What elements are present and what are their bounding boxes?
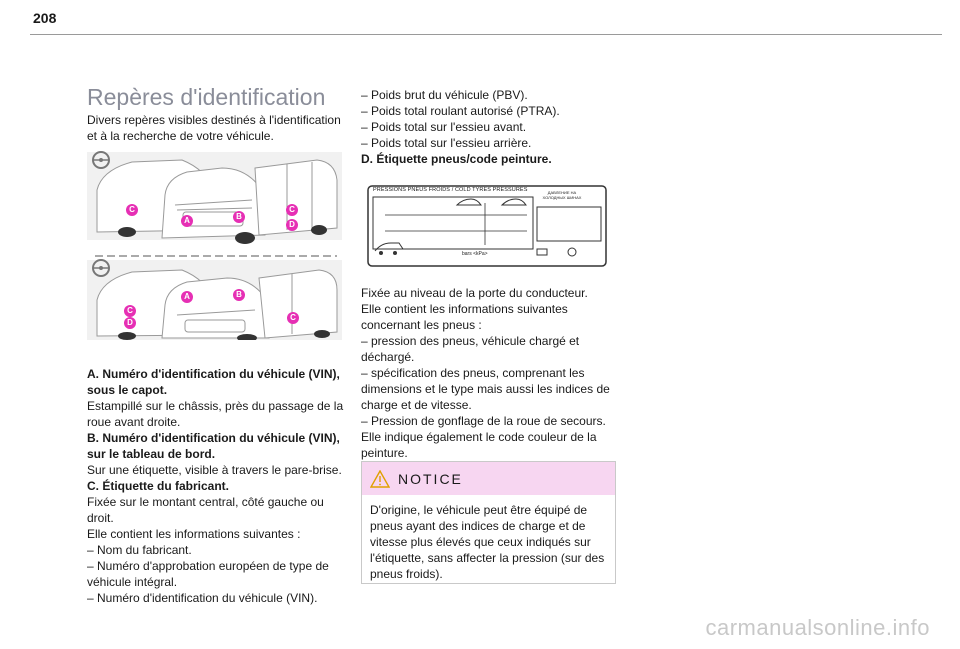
marker-a: A [181,291,193,303]
marker-b: B [233,289,245,301]
marker-d: D [286,219,298,231]
notice-header: NOTICE [362,462,615,495]
marker-d: D [124,317,136,329]
subheading: B. Numéro d'identification du véhicule (… [87,431,340,461]
steering-wheel-icon [92,151,110,169]
paragraph: – Poids brut du véhicule (PBV). [361,88,528,102]
marker-c: C [124,305,136,317]
marker-c: C [287,312,299,324]
right-column-text: Fixée au niveau de la porte du conducteu… [361,285,616,461]
page-number: 208 [33,10,57,26]
paragraph: Elle contient les informations suivantes… [361,302,568,332]
section-title: Repères d'identification [87,84,326,110]
tyre-label-cyrillic: ДАВЛЕНИЕ НА ХОЛОДНЫХ ШИНАХ [542,190,582,200]
paragraph: Fixée sur le montant central, côté gauch… [87,495,324,525]
paragraph: – Poids total roulant autorisé (PTRA). [361,104,560,118]
paragraph: Elle contient les informations suivantes… [87,527,301,541]
subheading: D. Étiquette pneus/code peinture. [361,152,552,166]
paragraph: – Numéro d'approbation européen de type … [87,559,329,589]
marker-c: C [286,204,298,216]
tyre-label-figure: PRESSIONS PNEUS FROIDS / COLD TYRES PRES… [367,185,607,267]
marker-b: B [233,211,245,223]
paragraph: – spécification des pneus, comprenant le… [361,366,610,412]
paragraph: – Pression de gonflage de la roue de sec… [361,414,606,428]
watermark: carmanualsonline.info [705,615,930,640]
notice-box: NOTICE D'origine, le véhicule peut être … [361,461,616,584]
subheading: C. Étiquette du fabricant. [87,479,230,493]
subheading: A. Numéro d'identification du véhicule (… [87,367,340,397]
section-intro: Divers repères visibles destinés à l'ide… [87,113,341,143]
marker-c: C [126,204,138,216]
right-list: – Poids brut du véhicule (PBV). – Poids t… [361,87,621,167]
notice-body: D'origine, le véhicule peut être équipé … [370,503,605,581]
steering-wheel-icon [92,259,110,277]
warning-triangle-icon [370,469,390,488]
marker-a: A [181,215,193,227]
paragraph: – pression des pneus, véhicule chargé et… [361,334,580,364]
paragraph: Elle indique également le code couleur d… [361,430,597,460]
tyre-label-heading: PRESSIONS PNEUS FROIDS / COLD TYRES PRES… [373,187,528,193]
notice-title: NOTICE [398,470,463,487]
left-column-text: A. Numéro d'identification du véhicule (… [87,366,349,606]
paragraph: – Poids total sur l'essieu avant. [361,120,527,134]
paragraph: Sur une étiquette, visible à travers le … [87,463,342,477]
paragraph: – Poids total sur l'essieu arrière. [361,136,532,150]
tyre-label-units: bars <kPa> [462,251,488,257]
paragraph: – Numéro d'identification du véhicule (V… [87,591,318,605]
paragraph: – Nom du fabricant. [87,543,192,557]
header-rule [30,34,942,35]
paragraph: Fixée au niveau de la porte du conducteu… [361,286,588,300]
paragraph: Estampillé sur le châssis, près du passa… [87,399,344,429]
